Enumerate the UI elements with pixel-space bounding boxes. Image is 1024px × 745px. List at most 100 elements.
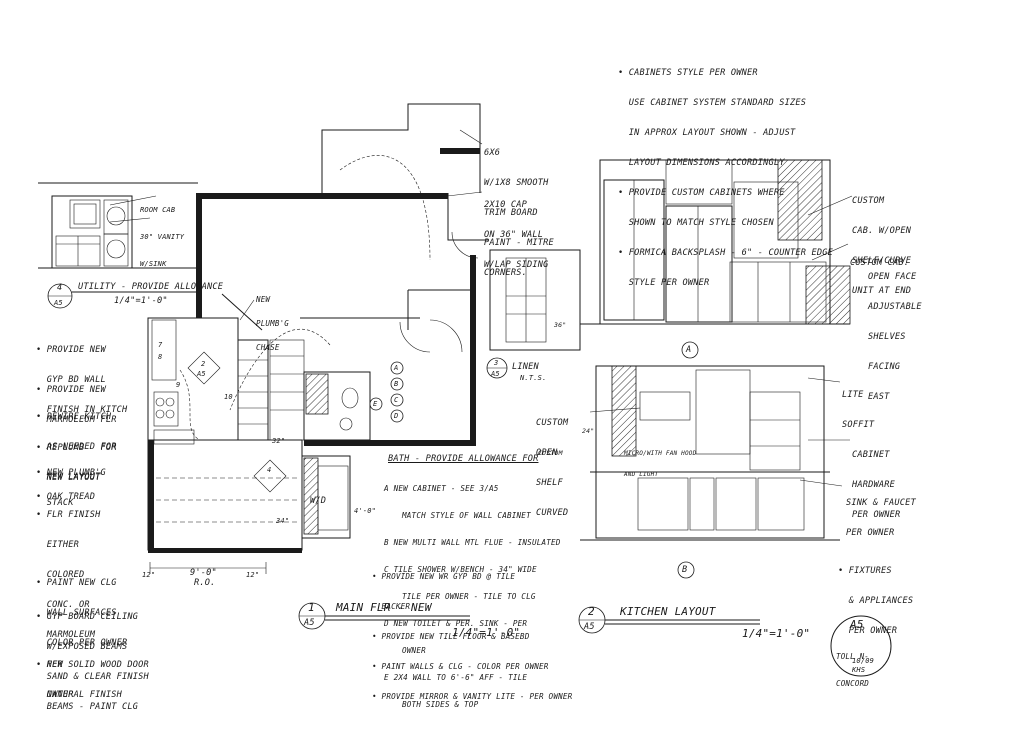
micro-label: MICRO/WITH FAN HOOD AND LIGHT (624, 436, 696, 485)
callout-1-symbol (298, 602, 470, 630)
key-letter: B (384, 538, 389, 547)
ref-4: 4 (267, 466, 272, 474)
kitchen-elevation-a (580, 159, 851, 359)
note-line: ADJUSTABLE (868, 302, 922, 312)
note-line: OWNER (36, 690, 74, 700)
note-line: SHOWN TO MATCH STYLE CHOSEN (618, 218, 774, 228)
plan-key-a: A (394, 364, 399, 372)
ref-10: 10 (224, 393, 233, 401)
callout-4-num: 4 (57, 283, 63, 293)
note-line: BOTH SIDES & TOP (402, 700, 479, 709)
custom-shelf-note: CUSTOM OPEN SHELF CURVED (536, 398, 568, 528)
dim-9ft: 9'-0" (190, 568, 217, 578)
kitchen-note-custom-cab-shelf: CUSTOM CAB. W/OPEN SHELF/CURVE UNIT AT E… (852, 176, 911, 306)
callout-2-symbol (578, 606, 760, 634)
key-letter: E (384, 673, 389, 682)
plan-key-e: E (373, 400, 378, 408)
elevation-b-marker: B (682, 565, 688, 575)
utility-elevation (38, 182, 198, 269)
note-line: TRIM BOARD (484, 208, 538, 218)
note-line: SHELF (536, 478, 563, 488)
bath-notes: A NEW CABINET - SEE 3/A5 MATCH STYLE OF … (384, 466, 561, 718)
note-line: FINISH IN KITCH (36, 405, 128, 415)
ref-8: 8 (158, 353, 163, 361)
note-line: NEW TOILET & PER. SINK - PER (393, 619, 528, 628)
note-line: NATURAL FINISH (36, 690, 122, 700)
note-line: CONC. OR (36, 600, 90, 610)
note-line: PER OWNER (838, 626, 898, 636)
cap-note: 2x10 CAP ON 36" WALL W/LAP SIDING (484, 180, 549, 280)
note-line: & APPLIANCES (838, 596, 914, 606)
note-line: W/1x8 SMOOTH (484, 178, 549, 188)
note-line: CUSTOM (536, 418, 569, 428)
dim-ro: R.O. (194, 578, 216, 588)
note-line: COLORED (36, 570, 85, 580)
sheet-a5-ref: A5 (197, 370, 206, 378)
callout-3-sheet: A5 (491, 370, 500, 378)
callout-2-scale: 1/4"=1'-0" (742, 627, 811, 640)
dim-36: 36" (554, 321, 567, 329)
floor-plan (147, 103, 488, 574)
note-line: STYLE PER OWNER (618, 278, 710, 288)
callout-3-num: 3 (494, 359, 499, 367)
kitchen-elevation-b (580, 365, 840, 579)
left-note-6: • OAK TREAD (36, 472, 95, 512)
note-line: • NEW PLUMB'G (36, 468, 106, 478)
note-line: LITE (842, 390, 864, 400)
note-line: CORNERS. (484, 268, 527, 278)
note-line: OPEN (536, 448, 558, 458)
note-line: 6x6 (484, 148, 501, 158)
note-line: 30" VANITY (140, 233, 185, 241)
dim-34: 34" (276, 517, 290, 525)
note-line: UNIT AT END (852, 286, 912, 296)
note-line: PLUMB'G (256, 319, 290, 328)
bath-title: BATH - PROVIDE ALLOWANCE FOR (388, 454, 539, 464)
note-line: CHASE (256, 343, 280, 352)
plan-key-d: D (394, 412, 399, 420)
kitchen-note-open-face: OPEN FACE ADJUSTABLE SHELVES FACING EAST (868, 252, 922, 412)
note-line: NEW (256, 295, 271, 304)
note-line: EAST (868, 392, 890, 402)
callout-1-scale: 1/4"=1'-0" (452, 626, 521, 639)
note-line: ON 36" WALL (484, 230, 544, 240)
left-note-8: • PAINT NEW CLG WALL SURFACES COLOR PER … (36, 558, 127, 658)
note-line: FACING (868, 362, 901, 372)
note-line: • CABINETS STYLE PER OWNER (618, 68, 758, 78)
left-note-2: • PROVIDE NEW MARMOLEUM FLR (36, 365, 117, 435)
note-line: AND LIGHT (624, 471, 659, 478)
note-line: GYP BD WALL (36, 375, 106, 385)
note-line: TILE SHOWER W/BENCH - 34" WIDE (393, 565, 537, 574)
dim-32: 32" (272, 437, 286, 445)
trim-note: 6x6 W/1x8 SMOOTH TRIM BOARD PAINT - MITR… (484, 128, 554, 288)
note-line: MARMOLEUM (36, 630, 96, 640)
note-line: 2x10 CAP (484, 200, 527, 210)
note-line: W/LAP SIDING (484, 260, 549, 270)
callout-2-num: 2 (588, 605, 595, 618)
plan-key-b: B (394, 380, 399, 388)
bath-note-b: B NEW MULTI WALL MTL FLUE - INSULATED (384, 538, 561, 547)
note-line: CONCORD (836, 679, 870, 688)
callout-3-title: LINEN (512, 362, 539, 372)
note-line: W/SINK (140, 260, 167, 268)
note-line: NEW LAYOUT (36, 472, 101, 482)
note-line: MICRO/WITH FAN HOOD (624, 450, 697, 457)
note-line: LAYOUT DIMENSIONS ACCORDINGLY (618, 158, 785, 168)
note-line: NEW MULTI WALL MTL FLUE - INSULATED (393, 538, 561, 547)
callout-4-title: UTILITY - PROVIDE ALLOWANCE (78, 282, 224, 292)
left-note-7: • FLR FINISH EITHER COLORED CONC. OR MAR… (36, 490, 101, 710)
note-line: CURVED (536, 508, 569, 518)
bath-note-d: D NEW TOILET & PER. SINK - PER (384, 619, 561, 628)
note-line: BACKER (372, 602, 411, 611)
note-line: NEW CABINET - SEE 3/A5 (393, 484, 499, 493)
callout-4-symbol (47, 283, 200, 309)
note-line: • NEW SOLID WOOD DOOR (36, 660, 149, 670)
left-note-5: • NEW PLUMB'G STACK (36, 448, 106, 518)
kitchen-note-hardware: CABINET HARDWARE PER OWNER (852, 430, 900, 530)
left-note-9: • GYP BOARD CEILING W/EXPOSED BEAMS SAND… (36, 592, 149, 722)
key-letter: A (384, 484, 389, 493)
custom-small-label: CUSTOM (538, 449, 563, 457)
note-line: • PROVIDE NEW (36, 385, 106, 395)
note-line: OPEN FACE (868, 272, 917, 282)
note-line: • OAK TREAD (36, 492, 96, 502)
callout-1-num: 1 (308, 601, 315, 614)
